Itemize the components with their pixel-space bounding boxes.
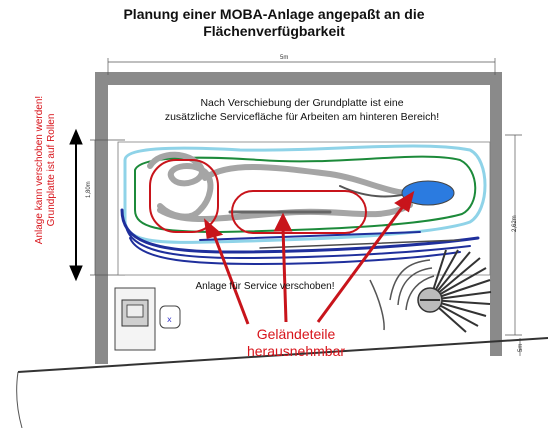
service-area-note: Nach Verschiebung der Grundplatte ist ei… [112, 96, 492, 124]
removable-terrain-callout: Geländeteile herausnehmbar [226, 326, 366, 360]
title-line-1: Planung einer MOBA-Anlage angepaßt an di… [123, 6, 425, 22]
floor-line [16, 337, 548, 428]
turntable [417, 287, 443, 313]
callout-line-2: herausnehmbar [246, 343, 346, 359]
room-walls [95, 72, 502, 364]
movable-baseplate-label: Anlage kann verschoben werden! Grundplat… [34, 80, 58, 260]
dimension-lines [90, 58, 522, 356]
side-label-line-1: Anlage kann verschoben werden! [34, 95, 45, 245]
callout-arrows [203, 190, 415, 325]
note-line-2: zusätzliche Servicefläche für Arbeiten a… [164, 111, 440, 123]
note-line-1: Nach Verschiebung der Grundplatte ist ei… [200, 97, 404, 109]
yard-tracks [369, 259, 435, 331]
callout-line-1: Geländeteile [256, 326, 336, 342]
svg-text:x: x [167, 315, 172, 324]
lake [401, 180, 455, 206]
desk-and-chair: x [114, 287, 181, 351]
diagram-title: Planung einer MOBA-Anlage angepaßt an di… [0, 6, 548, 40]
dimension-left: 1,80m [86, 181, 92, 198]
dimension-right: 2,62m [512, 215, 518, 232]
dimension-width: 5m [280, 55, 289, 61]
service-shift-note: Anlage für Service verschoben! [195, 281, 335, 292]
shift-arrow [69, 128, 83, 282]
highlight-removable-parts [149, 159, 367, 234]
dimension-small: 5m [518, 343, 524, 352]
side-label-line-2: Grundplatte ist auf Rollen [46, 113, 57, 227]
title-line-2: Flächenverfügbarkeit [203, 23, 345, 39]
